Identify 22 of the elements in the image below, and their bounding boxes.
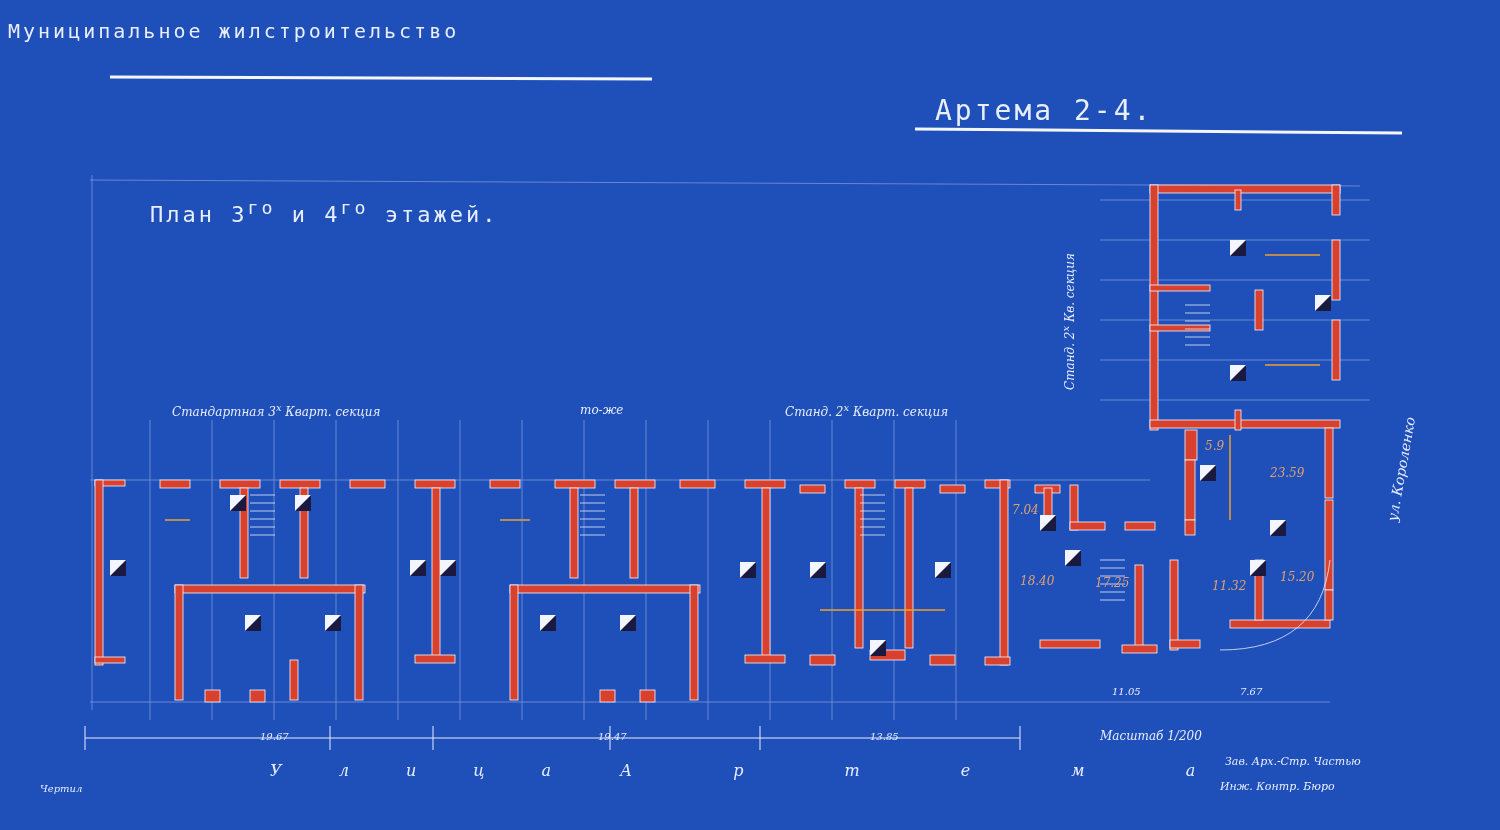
section-note: Стандартная 3$^{х}$ Кварт. секция — [172, 402, 381, 420]
room-area: 15.20 — [1280, 571, 1315, 585]
room-area: 17.25 — [1095, 577, 1130, 591]
dimension-text: 19.47 — [598, 731, 627, 742]
street-name: У л и ц а — [270, 762, 578, 780]
signature-caption: Инж. Контр. Бюро — [1220, 781, 1335, 794]
room-area: 18.40 — [1020, 575, 1055, 589]
dimension-text: 7.67 — [1240, 686, 1263, 697]
section-note: Станд. 2$^{х}$ Кварт. секция — [785, 402, 949, 420]
plan-heading: План 3$^{го}$ и 4$^{го}$ этажей. — [150, 198, 499, 228]
scale-note: Масштаб 1/200 — [1100, 730, 1202, 744]
signature-caption: Чертил — [40, 783, 83, 794]
room-area: 5.9 — [1205, 440, 1225, 454]
dimension-text: 19.67 — [260, 731, 289, 742]
dimension-text: 13.85 — [870, 731, 899, 742]
room-area: 11.32 — [1212, 580, 1247, 594]
organization-heading: Муниципальное жилстроительство — [8, 20, 460, 42]
dimension-text: 11.05 — [1112, 686, 1141, 697]
title: Артема 2-4. — [935, 96, 1154, 127]
room-area: 7.04 — [1012, 504, 1039, 518]
section-note: то-же — [580, 404, 624, 418]
room-area: 23.59 — [1270, 467, 1305, 481]
